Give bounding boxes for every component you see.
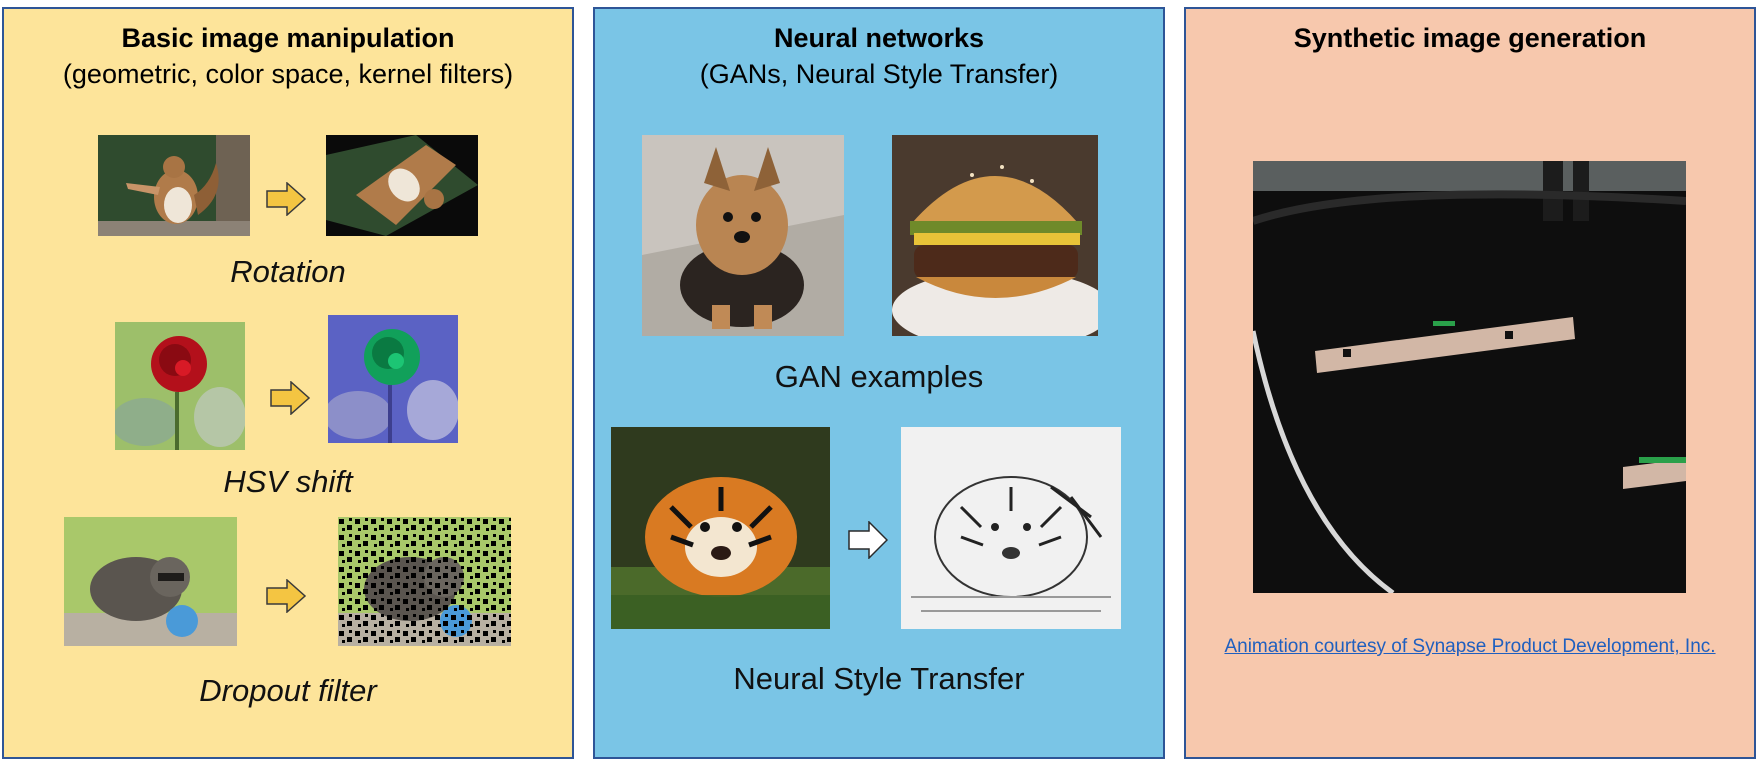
panel-subtitle: (GANs, Neural Style Transfer) [699, 59, 1059, 89]
right-arrow-icon [270, 381, 310, 415]
right-arrow-icon [266, 579, 306, 613]
gan-dog-image [642, 135, 844, 336]
panel-synthetic-image-generation: Synthetic image generation Animation cou… [1184, 7, 1756, 759]
gan-caption: GAN examples [774, 359, 984, 394]
dropout-caption: Dropout filter [199, 673, 377, 708]
tiger-style-transfer-image [901, 427, 1121, 629]
right-arrow-icon [848, 521, 888, 559]
panel-title: Synthetic image generation [1293, 23, 1647, 53]
squirrel-rotated-image [326, 135, 478, 236]
synthetic-animation-image [1253, 161, 1686, 593]
credit-link[interactable]: Animation courtesy of Synapse Product De… [1224, 636, 1716, 657]
tiger-original-image [611, 427, 830, 629]
hsv-caption: HSV shift [223, 464, 353, 499]
rose-hsv-shifted-image [328, 315, 458, 443]
panel-neural-networks: Neural networks (GANs, Neural Style Tran… [593, 7, 1165, 759]
gan-burger-image [892, 135, 1098, 336]
rose-original-image [115, 322, 245, 450]
right-arrow-icon [266, 182, 306, 216]
squirrel-original-image [98, 135, 250, 236]
panel-subtitle: (geometric, color space, kernel filters) [62, 59, 514, 89]
raccoon-original-image [64, 517, 237, 646]
panel-title: Basic image manipulation [121, 23, 455, 53]
style-transfer-caption: Neural Style Transfer [733, 661, 1025, 696]
raccoon-dropout-image [338, 517, 511, 646]
panel-basic-image-manipulation: Basic image manipulation (geometric, col… [2, 7, 574, 759]
panel-title: Neural networks [773, 23, 985, 53]
rotation-caption: Rotation [230, 254, 346, 289]
